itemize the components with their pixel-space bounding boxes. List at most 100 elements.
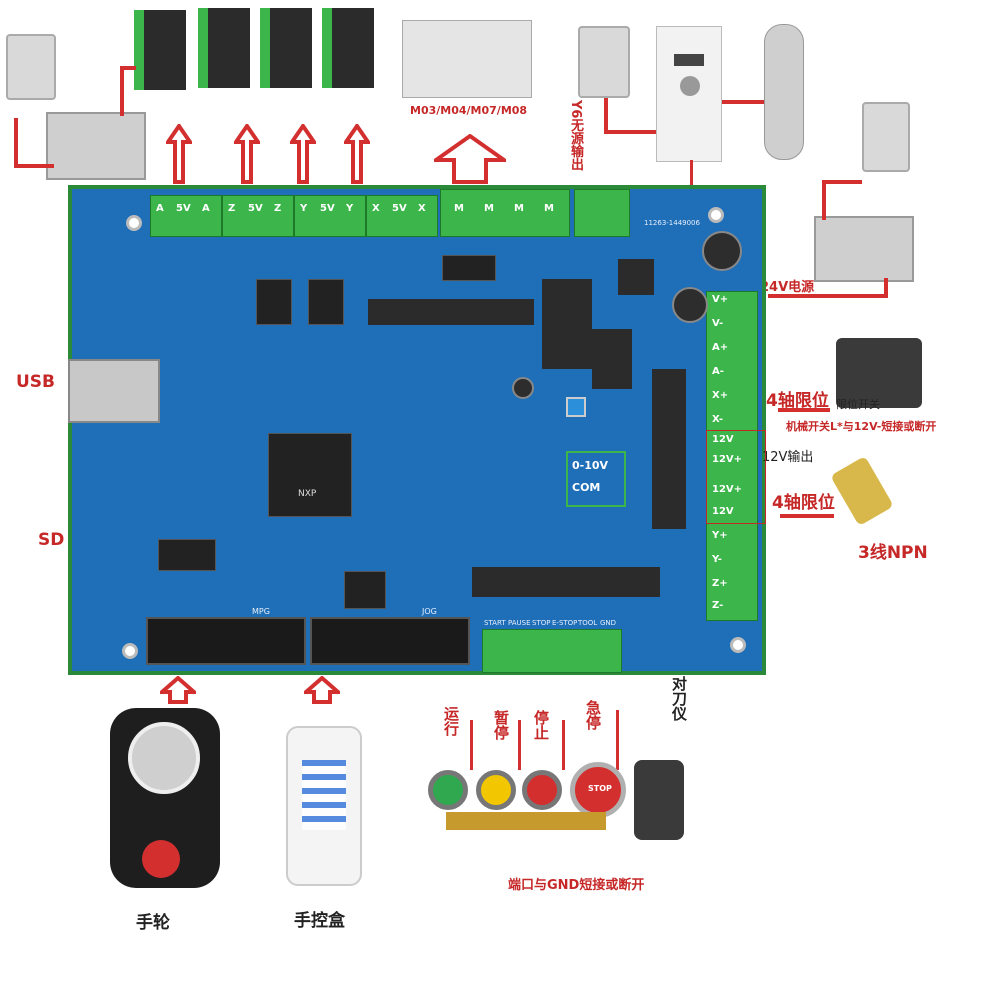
stop-label: 停止 xyxy=(532,710,550,740)
wire-filter-vfd-v xyxy=(604,98,608,134)
stepper-driver-4 xyxy=(322,8,374,88)
opto-row-top xyxy=(368,299,534,325)
mpg-dial-icon xyxy=(128,722,200,794)
spindle-motor xyxy=(764,24,804,160)
stepper-driver-3 xyxy=(260,8,312,88)
power-filter-right xyxy=(862,102,910,172)
mounting-hole-tr xyxy=(708,207,724,223)
opto-row-right xyxy=(652,369,686,529)
run-label: 运行 xyxy=(442,706,460,736)
ic-dip-1 xyxy=(158,539,216,571)
buttons-base xyxy=(446,812,606,830)
capacitor-2 xyxy=(672,287,708,323)
arrow-up-jog xyxy=(304,676,340,704)
terminal-label-m1: M xyxy=(454,203,464,214)
y6-output-label: Y6无源输出 xyxy=(568,100,583,171)
terminal-label-m3: M xyxy=(514,203,524,214)
stop-button-icon xyxy=(522,770,562,810)
analog-0-10v-label: 0-10V xyxy=(572,459,609,472)
terminal-label-a5v: 5V xyxy=(176,203,191,214)
mcu-brand-label: NXP xyxy=(298,489,317,499)
arrow-up-driver-1 xyxy=(166,124,192,184)
wire-filter-psu-h xyxy=(14,164,54,168)
mpg-label: 手轮 xyxy=(136,913,170,933)
terminal-label-x2: X xyxy=(418,203,426,214)
mounting-hole-br xyxy=(730,637,746,653)
ic-optocoupler-2 xyxy=(308,279,344,325)
estop-cap-text: STOP xyxy=(588,784,612,793)
mounting-hole-tl xyxy=(126,215,142,231)
pause-button-icon xyxy=(476,770,516,810)
input-label-pause: PAUSE xyxy=(508,619,531,627)
right-term-zplus: Z+ xyxy=(712,578,728,589)
sd-label: SD xyxy=(38,530,65,550)
estop-label: 急停 xyxy=(584,700,602,730)
right-term-12vplus-2: 12V+ xyxy=(712,484,743,495)
capacitor-1 xyxy=(702,231,742,271)
ic-driver-1 xyxy=(442,255,496,281)
arrow-up-mpg xyxy=(160,676,196,704)
jog-keypad-icon xyxy=(302,760,346,830)
wire-estop xyxy=(616,710,619,770)
run-button-icon xyxy=(428,770,468,810)
right-term-vplus: V+ xyxy=(712,294,729,305)
wire-right-filter-h xyxy=(822,180,862,184)
vfd-display-icon xyxy=(674,54,704,66)
terminal-label-z5v: 5V xyxy=(248,203,263,214)
vfd-knob-icon xyxy=(680,76,700,96)
right-term-yminus: Y- xyxy=(712,554,722,565)
input-label-start: START xyxy=(484,619,506,627)
input-label-gnd: GND xyxy=(600,619,617,627)
npn-proximity-sensor xyxy=(830,455,894,527)
terminal-label-y5v: 5V xyxy=(320,203,335,214)
terminal-block-axis-z xyxy=(222,195,294,237)
relay-1 xyxy=(542,279,592,369)
right-term-vminus: V- xyxy=(712,318,724,329)
terminal-block-axis-y xyxy=(294,195,366,237)
right-term-12v-1: 12V xyxy=(712,434,734,445)
estop-button-icon xyxy=(570,762,626,818)
terminal-block-relays xyxy=(440,189,570,237)
right-term-xminus: X- xyxy=(712,414,724,425)
wire-stop xyxy=(562,720,565,770)
arrow-up-driver-3 xyxy=(290,124,316,184)
stepper-driver-1 xyxy=(134,10,186,90)
ic-dip-2 xyxy=(344,571,386,609)
mounting-hole-bl xyxy=(122,643,138,659)
terminal-label-y2: Y xyxy=(346,203,354,214)
cnc-controller-board: A 5V A Z 5V Z Y 5V Y X 5V X M M M M STAR… xyxy=(68,185,766,675)
wire-filter-vfd-h xyxy=(604,130,656,134)
limit-top-underline xyxy=(778,408,830,412)
terminal-block-y6 xyxy=(574,189,630,237)
terminal-label-y1: Y xyxy=(300,203,308,214)
right-term-xplus: X+ xyxy=(712,390,729,401)
limit-4axis-top-label: 4轴限位 xyxy=(766,391,829,411)
opto-row-bottom xyxy=(472,567,660,597)
potentiometer xyxy=(566,397,586,417)
stepper-driver-2 xyxy=(198,8,250,88)
input-label-tool: TOOL xyxy=(578,619,598,627)
jog-header-label: JOG xyxy=(422,607,437,616)
wire-pause xyxy=(518,720,521,770)
jog-label: 手控盒 xyxy=(294,911,345,931)
mech-switch-note: 机械开关L*与12V-短接或断开 xyxy=(786,420,937,433)
npn-3wire-label: 3线NPN xyxy=(858,543,928,563)
limit-bottom-underline xyxy=(780,514,834,518)
jog-header xyxy=(310,617,470,665)
relay-2 xyxy=(592,329,632,389)
wire-vfd-spindle xyxy=(722,100,764,104)
terminal-label-m2: M xyxy=(484,203,494,214)
relay-outputs-label: M03/M04/M07/M08 xyxy=(410,104,528,117)
limit-switch-tag: 限位开关 xyxy=(836,398,880,411)
terminal-label-x5v: 5V xyxy=(392,203,407,214)
terminal-label-m4: M xyxy=(544,203,554,214)
analog-com-label: COM xyxy=(572,481,601,494)
power-supply-right xyxy=(814,216,914,282)
tool-setter-label: 对刀仪 xyxy=(670,676,688,721)
terminal-block-axis-a xyxy=(150,195,222,237)
out-12v-label: 12V输出 xyxy=(762,450,814,465)
terminal-label-z1: Z xyxy=(228,203,236,214)
limit-4axis-bottom-label: 4轴限位 xyxy=(772,493,835,513)
terminal-label-z2: Z xyxy=(274,203,282,214)
terminal-label-x1: X xyxy=(372,203,380,214)
